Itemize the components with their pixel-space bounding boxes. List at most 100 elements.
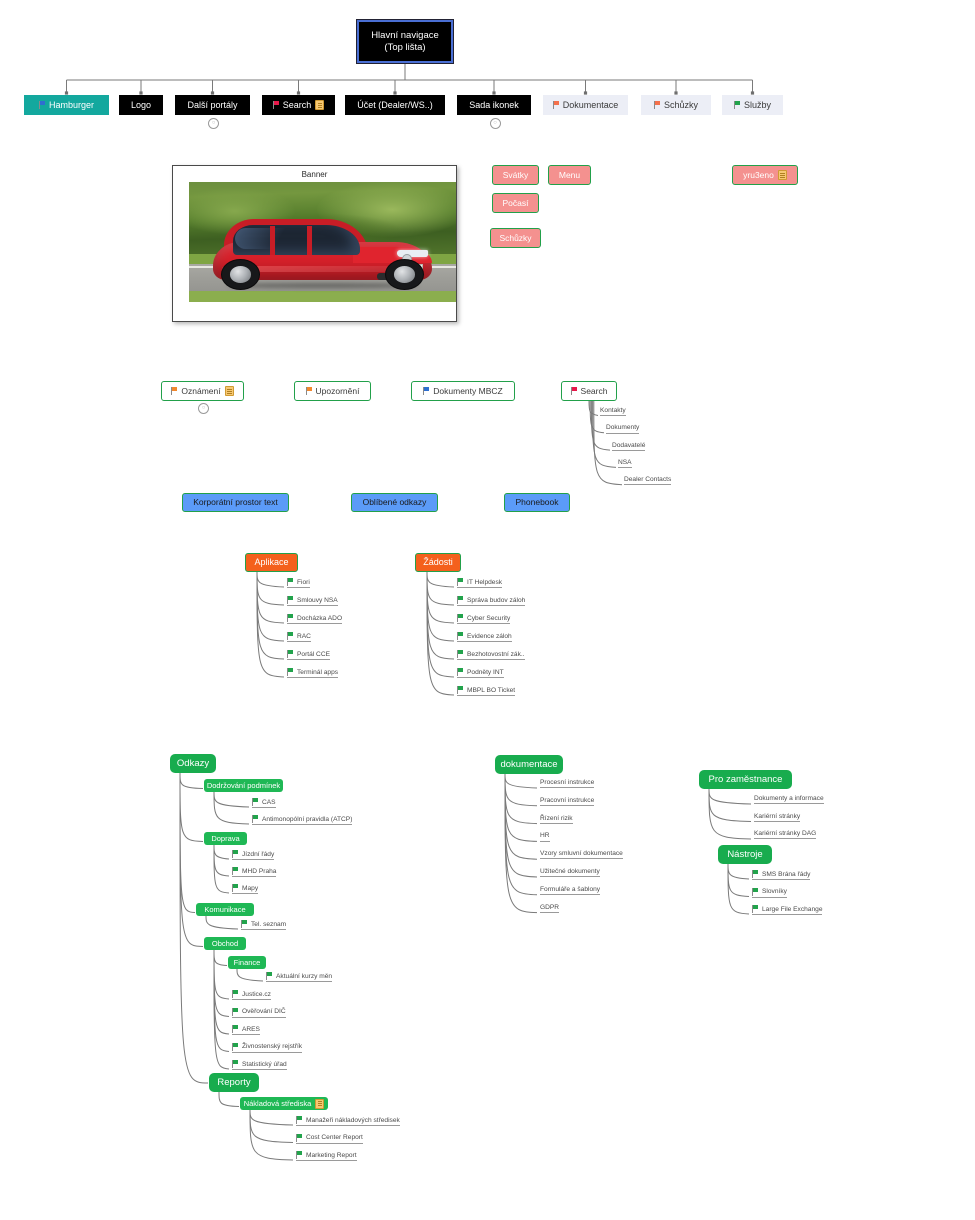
- dokumentace-child-3[interactable]: HR: [540, 832, 550, 842]
- zadosti-child-2[interactable]: Cyber Security: [457, 614, 511, 624]
- nastroje-title[interactable]: Nástroje: [718, 845, 772, 864]
- dokumentace-child-7[interactable]: GDPR: [540, 904, 560, 913]
- node-root[interactable]: Hlavní navigace (Top lišta): [357, 20, 453, 63]
- odkazy-group-2[interactable]: Komunikace: [196, 903, 254, 916]
- flag-icon: [570, 387, 578, 395]
- collapse-toggle[interactable]: ○: [198, 403, 209, 414]
- nakladova-child-1[interactable]: Cost Center Report: [296, 1133, 363, 1144]
- nastroje-child-2[interactable]: Large File Exchange: [752, 905, 823, 915]
- flag-icon: [457, 614, 464, 622]
- dokumentace-child-1[interactable]: Pracovní instrukce: [540, 797, 595, 807]
- search-child-4[interactable]: Dealer Contacts: [624, 476, 672, 486]
- aplikace-child-4[interactable]: Portál CCE: [287, 650, 330, 660]
- topbar-node-5[interactable]: Sada ikonek: [457, 95, 531, 115]
- topbar-node-0[interactable]: Hamburger: [24, 95, 109, 115]
- leaf-label: Kontakty: [600, 407, 626, 414]
- reporty-title[interactable]: Reporty: [209, 1073, 259, 1092]
- finance-child-0[interactable]: Aktuální kurzy měn: [266, 972, 333, 982]
- odkazy-g1-child-2[interactable]: Mapy: [232, 884, 259, 894]
- odkazy-g1-child-1[interactable]: MHD Praha: [232, 867, 277, 877]
- topbar-node-label: Sada ikonek: [469, 99, 519, 110]
- pro-zamestnance-title[interactable]: Pro zaměstnance: [699, 770, 792, 789]
- zadosti-child-6[interactable]: MBPL BO Ticket: [457, 686, 516, 696]
- white-card-0[interactable]: Oznámení: [161, 381, 244, 401]
- aplikace-child-2[interactable]: Docházka ADO: [287, 614, 343, 624]
- search-child-0[interactable]: Kontakty: [600, 407, 626, 417]
- collapse-toggle[interactable]: ○: [489, 118, 501, 129]
- aplikace-child-1[interactable]: Smlouvy NSA: [287, 596, 338, 606]
- topbar-node-7[interactable]: Schůzky: [641, 95, 711, 115]
- odkazy-group-3[interactable]: Obchod: [204, 937, 246, 950]
- aplikace-label: Aplikace: [254, 557, 289, 567]
- flag-icon: [457, 650, 464, 658]
- blue-card-2[interactable]: Phonebook: [504, 493, 570, 512]
- dokumentace-title[interactable]: dokumentace: [495, 755, 563, 774]
- dokumentace-child-6[interactable]: Formuláře a šablony: [540, 886, 601, 896]
- aplikace-title[interactable]: Aplikace: [245, 553, 298, 572]
- banner-title: Banner: [301, 170, 328, 179]
- nakladova-child-2[interactable]: Marketing Report: [296, 1151, 357, 1161]
- zadosti-child-5[interactable]: Podněty INT: [457, 668, 504, 678]
- pink-card-1[interactable]: Menu: [548, 165, 591, 185]
- zadosti-child-0[interactable]: IT Helpdesk: [457, 578, 503, 588]
- search-child-3[interactable]: NSA: [618, 459, 632, 469]
- zadosti-child-3[interactable]: Evidence záloh: [457, 632, 512, 642]
- odkazy-g0-child-0[interactable]: CAS: [252, 798, 276, 808]
- topbar-node-8[interactable]: Služby: [722, 95, 783, 115]
- obchod-child-1[interactable]: Ověřování DIČ: [232, 1007, 286, 1018]
- pro-zamestnance-child-1[interactable]: Kariérní stránky: [754, 813, 801, 822]
- topbar-node-6[interactable]: Dokumentace: [543, 95, 628, 115]
- dokumentace-child-2[interactable]: Řízení rizik: [540, 815, 573, 824]
- pro-zamestnance-child-0[interactable]: Dokumenty a informace: [754, 795, 824, 805]
- odkazy-group-1[interactable]: Doprava: [204, 832, 247, 845]
- nakladova-strediska-title[interactable]: Nákladová střediska: [240, 1097, 328, 1110]
- zadosti-child-4[interactable]: Bezhotovostní zák..: [457, 650, 525, 660]
- zadosti-child-1[interactable]: Správa budov záloh: [457, 596, 526, 606]
- aplikace-child-5[interactable]: Terminál apps: [287, 668, 339, 678]
- aplikace-child-0[interactable]: Fiori: [287, 578, 310, 588]
- leaf-label: Large File Exchange: [762, 905, 823, 913]
- leaf-label: Dokumenty: [606, 424, 640, 432]
- pink-card-4[interactable]: yru3eno: [732, 165, 798, 185]
- finance-title[interactable]: Finance: [228, 956, 266, 969]
- dokumentace-child-5[interactable]: Užitečné dokumenty: [540, 868, 600, 878]
- pink-card-0[interactable]: Svátky: [492, 165, 539, 185]
- white-card-3[interactable]: Search: [561, 381, 617, 401]
- odkazy-g1-child-0[interactable]: Jízdní řády: [232, 850, 275, 860]
- search-child-1[interactable]: Dokumenty: [606, 424, 640, 434]
- banner-card[interactable]: Banner: [172, 165, 457, 322]
- white-card-2[interactable]: Dokumenty MBCZ: [411, 381, 515, 401]
- topbar-node-1[interactable]: Logo: [119, 95, 163, 115]
- leaf-label: Aktuální kurzy měn: [276, 972, 333, 980]
- odkazy-group-0[interactable]: Dodržování podmínek: [204, 779, 283, 792]
- blue-card-0[interactable]: Korporátní prostor text: [182, 493, 289, 512]
- odkazy-title[interactable]: Odkazy: [170, 754, 216, 773]
- nastroje-child-0[interactable]: SMS Brána řády: [752, 870, 811, 880]
- odkazy-g2-child-0[interactable]: Tel. seznam: [241, 920, 287, 930]
- topbar-node-2[interactable]: Další portály: [175, 95, 250, 115]
- obchod-child-0[interactable]: Justice.cz: [232, 990, 271, 1000]
- obchod-child-2[interactable]: ARES: [232, 1025, 260, 1035]
- dokumentace-child-4[interactable]: Vzory smluvní dokumentace: [540, 850, 623, 860]
- nastroje-child-1[interactable]: Slovníky: [752, 887, 787, 898]
- nakladova-child-0[interactable]: Manažeři nákladových středisek: [296, 1116, 400, 1126]
- obchod-child-3[interactable]: Živnostenský rejstřík: [232, 1042, 303, 1053]
- pink-card-3[interactable]: Schůzky: [490, 228, 541, 248]
- odkazy-group-label: Obchod: [211, 938, 239, 948]
- blue-card-1[interactable]: Oblíbené odkazy: [351, 493, 438, 512]
- search-child-2[interactable]: Dodavatelé: [612, 442, 646, 451]
- pro-zamestnance-child-2[interactable]: Kariérní stránky DAG: [754, 830, 817, 840]
- collapse-toggle[interactable]: ○: [208, 118, 219, 129]
- topbar-node-3[interactable]: Search: [262, 95, 335, 115]
- dokumentace-child-0[interactable]: Procesní instrukce: [540, 779, 595, 789]
- odkazy-group-label: Komunikace: [204, 904, 246, 914]
- leaf-label: Slovníky: [762, 888, 787, 896]
- zadosti-title[interactable]: Žádosti: [415, 553, 461, 572]
- topbar-node-4[interactable]: Účet (Dealer/WS..): [345, 95, 445, 115]
- aplikace-child-3[interactable]: RAC: [287, 632, 311, 642]
- pink-card-2[interactable]: Počasí: [492, 193, 539, 213]
- obchod-child-4[interactable]: Statistický úřad: [232, 1060, 287, 1070]
- white-card-1[interactable]: Upozornění: [294, 381, 371, 401]
- leaf-label: IT Helpdesk: [467, 578, 503, 586]
- odkazy-g0-child-1[interactable]: Antimonopólní pravidla (ATCP): [252, 815, 353, 825]
